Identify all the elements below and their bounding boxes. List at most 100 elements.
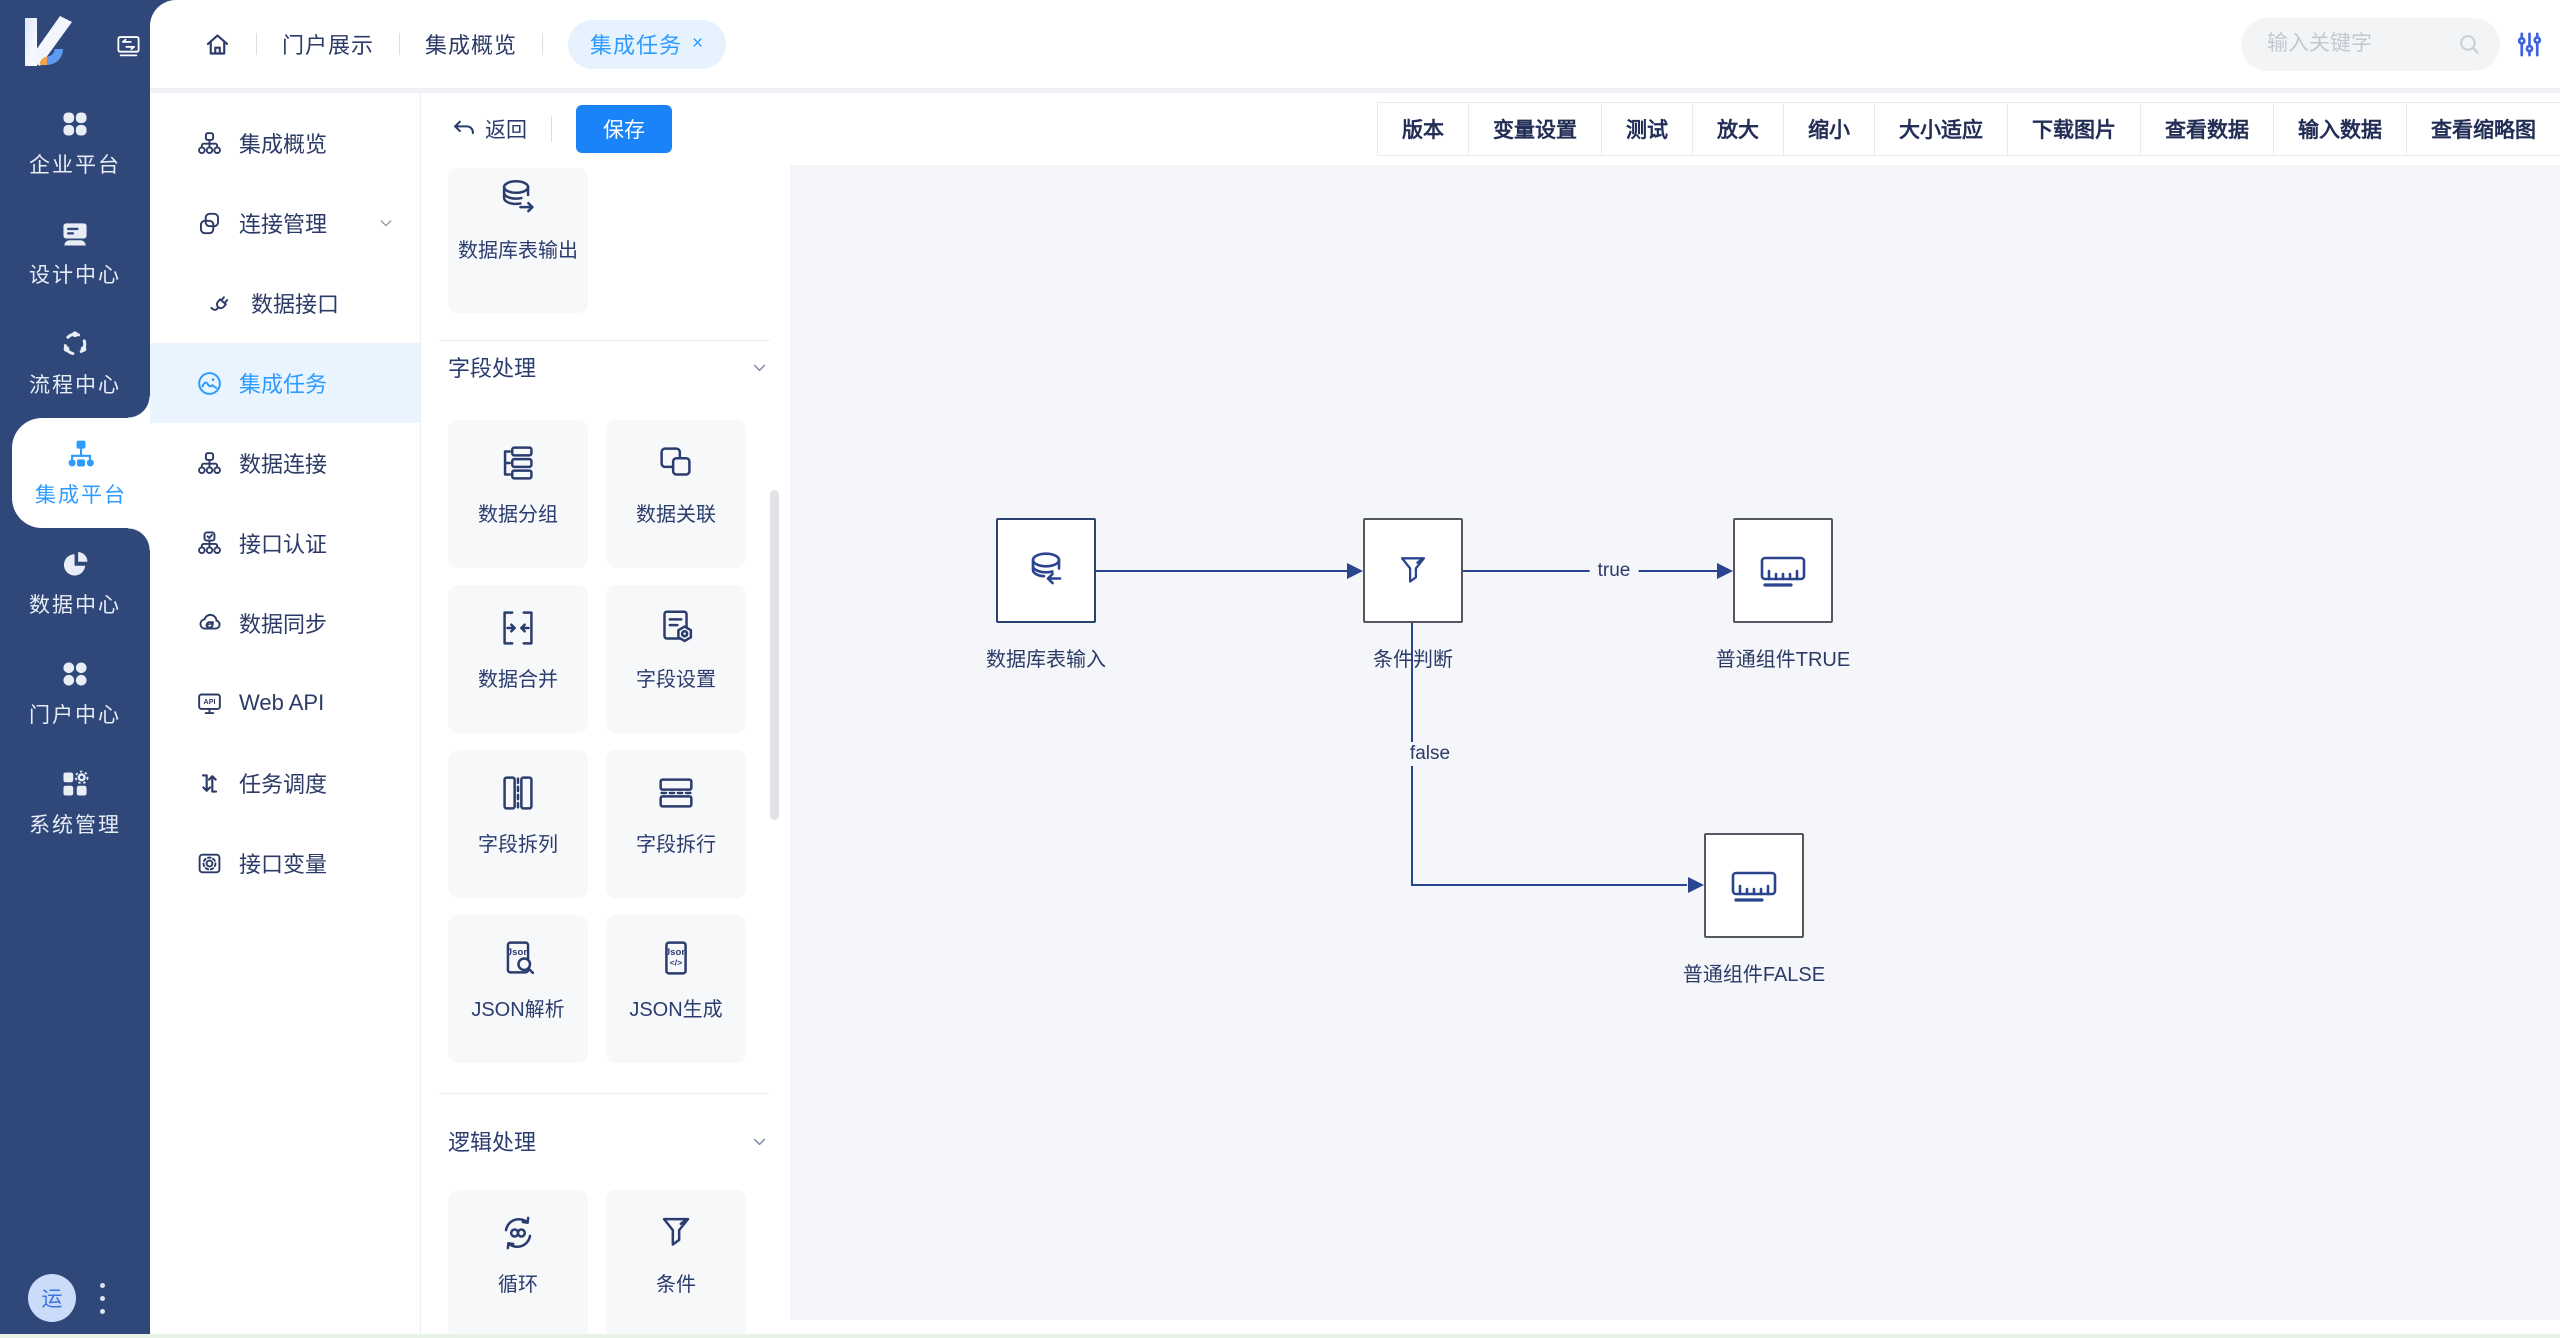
component-palette: 数据库表输出 字段处理	[421, 165, 790, 1338]
nav-item-integration-task-active[interactable]: 集成任务	[150, 343, 420, 423]
fit-size-button[interactable]: 大小适应	[1874, 103, 2007, 155]
zoom-in-button[interactable]: 放大	[1692, 103, 1783, 155]
nav-item-data-interface[interactable]: 数据接口	[150, 263, 420, 343]
nav-item-label: Web API	[239, 690, 325, 715]
nav-item-connection-mgmt[interactable]: 连接管理	[150, 183, 420, 263]
palette-item-label: 数据关联	[636, 504, 716, 526]
palette-item-json-parse[interactable]: Json JSON解析	[448, 915, 588, 1063]
palette-item-label: 数据合并	[478, 669, 558, 691]
close-tab-icon[interactable]: ×	[692, 33, 705, 54]
node-condition[interactable]	[1363, 518, 1463, 623]
input-data-button[interactable]: 输入数据	[2273, 103, 2406, 155]
sitemap-icon	[198, 451, 221, 474]
ruler-icon	[1731, 871, 1777, 902]
sidebar-item-design[interactable]: 设计中心	[0, 198, 150, 308]
data-relate-icon	[660, 447, 691, 476]
search-icon[interactable]	[2457, 32, 2482, 62]
sidebar-item-integration[interactable]: 集成平台	[12, 418, 150, 528]
download-image-button[interactable]: 下载图片	[2007, 103, 2140, 155]
nav-item-data-sync[interactable]: 数据同步	[150, 583, 420, 663]
node-component-true[interactable]	[1733, 518, 1833, 623]
palette-grid-field: 数据分组 数据关联	[448, 420, 746, 1063]
palette-item-data-group[interactable]: 数据分组	[448, 420, 588, 568]
sidebar-item-enterprise[interactable]: 企业平台	[0, 88, 150, 198]
svg-text:</>: </>	[670, 958, 682, 968]
sidebar-item-system[interactable]: 系统管理	[0, 748, 150, 858]
filter-sliders-icon[interactable]	[2514, 29, 2545, 60]
section-header-field-processing[interactable]: 字段处理	[448, 351, 768, 383]
nav-item-task-schedule[interactable]: 任务调度	[150, 743, 420, 823]
palette-item-condition[interactable]: 条件	[606, 1190, 746, 1338]
palette-scrollbar[interactable]	[770, 490, 779, 820]
zoom-out-button[interactable]: 缩小	[1783, 103, 1874, 155]
variable-settings-button[interactable]: 变量设置	[1468, 103, 1601, 155]
nav-item-data-connection[interactable]: 数据连接	[150, 423, 420, 503]
palette-divider	[439, 1093, 770, 1094]
svg-text:Json: Json	[507, 947, 530, 958]
palette-item-json-generate[interactable]: Json </> JSON生成	[606, 915, 746, 1063]
tab-separator	[399, 33, 401, 55]
palette-item-label: 字段拆列	[478, 834, 558, 856]
home-icon[interactable]	[204, 31, 231, 58]
system-gear-icon	[63, 770, 89, 796]
data-merge-icon	[503, 611, 533, 645]
sidebar-item-process[interactable]: 流程中心	[0, 308, 150, 418]
test-button[interactable]: 测试	[1601, 103, 1692, 155]
edge-label-true: true	[1589, 559, 1639, 583]
collapse-sidebar-icon[interactable]	[115, 32, 142, 64]
view-data-button[interactable]: 查看数据	[2140, 103, 2273, 155]
tab-integration-overview[interactable]: 集成概览	[425, 33, 518, 58]
palette-item-split-column[interactable]: 字段拆列	[448, 750, 588, 898]
field-settings-icon	[663, 610, 693, 643]
active-tab-label: 集成任务	[590, 33, 683, 58]
tab-integration-task-active[interactable]: 集成任务 ×	[568, 19, 727, 69]
chevron-down-icon[interactable]	[378, 215, 394, 231]
palette-item-label: JSON解析	[471, 999, 565, 1021]
content-area: 集成概览 连接管理	[150, 93, 2560, 1338]
palette-item-field-settings[interactable]: 字段设置	[606, 585, 746, 733]
sidebar-item-label: 设计中心	[29, 263, 121, 287]
chevron-down-icon	[753, 364, 766, 371]
palette-item-data-merge[interactable]: 数据合并	[448, 585, 588, 733]
more-menu-icon[interactable]	[100, 1282, 105, 1314]
svg-text:Json: Json	[665, 947, 688, 958]
nav-item-api-auth[interactable]: 接口认证	[150, 503, 420, 583]
palette-item-db-output[interactable]: 数据库表输出	[448, 168, 588, 313]
view-thumbnail-button[interactable]: 查看缩略图	[2406, 103, 2560, 155]
flow-canvas[interactable]: true false 数据库表输入	[790, 165, 2560, 1338]
sidebar-item-portal[interactable]: 门户中心	[0, 638, 150, 748]
sidebar-item-label: 门户中心	[29, 703, 121, 727]
node-db-input[interactable]	[996, 518, 1096, 623]
sidebar-item-data-center[interactable]: 数据中心	[0, 528, 150, 638]
section-title: 逻辑处理	[448, 1130, 537, 1155]
nav-item-web-api[interactable]: API Web API	[150, 663, 420, 743]
canvas-background[interactable]: true false 数据库表输入	[790, 165, 2560, 1320]
nav-item-label: 数据连接	[239, 452, 328, 477]
nav-item-label: 集成概览	[239, 132, 328, 157]
nav-item-integration-overview[interactable]: 集成概览	[150, 103, 420, 183]
search-input[interactable]	[2241, 17, 2500, 71]
palette-item-loop[interactable]: 循环	[448, 1190, 588, 1338]
nav-item-api-variable[interactable]: 接口变量	[150, 823, 420, 903]
palette-item-split-row[interactable]: 字段拆行	[606, 750, 746, 898]
portal-dots-icon	[63, 661, 87, 686]
node-label: 普通组件FALSE	[1682, 964, 1826, 986]
main-column: 门户展示 集成概览 集成任务 ×	[150, 0, 2560, 1338]
sidebar-item-label: 企业平台	[29, 153, 121, 177]
version-button[interactable]: 版本	[1378, 103, 1468, 155]
avatar[interactable]: 运	[28, 1274, 76, 1322]
topbar: 门户展示 集成概览 集成任务 ×	[150, 0, 2560, 88]
section-header-logic-processing[interactable]: 逻辑处理	[448, 1125, 768, 1157]
palette-item-label: 数据库表输出	[458, 240, 578, 262]
tab-portal-display[interactable]: 门户展示	[282, 33, 375, 58]
sidebar-item-label: 流程中心	[29, 373, 121, 397]
sidebar-item-label: 数据中心	[29, 593, 121, 617]
save-button[interactable]: 保存	[576, 105, 672, 153]
enterprise-grid-icon	[63, 111, 87, 136]
back-button[interactable]: 返回	[451, 114, 527, 144]
node-component-false[interactable]	[1704, 833, 1804, 938]
json-parse-icon: Json	[506, 941, 535, 975]
editor-toolbar-left: 返回 保存	[451, 105, 672, 153]
palette-item-data-relate[interactable]: 数据关联	[606, 420, 746, 568]
